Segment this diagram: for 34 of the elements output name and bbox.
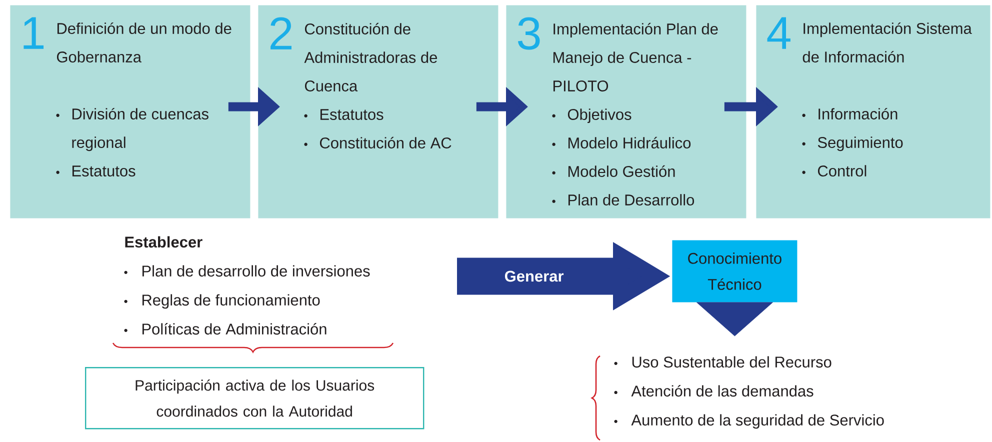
step-title: Definición de un modo de Gobernanza bbox=[56, 22, 232, 62]
list-item: Modelo Hidráulico bbox=[552, 136, 691, 148]
process-box bbox=[258, 5, 498, 218]
list-item: Reglas de funcionamiento bbox=[124, 294, 320, 309]
list-item: Plan de desarrollo de inversiones bbox=[124, 265, 370, 277]
list-item: Objetivos bbox=[552, 108, 632, 124]
step-title: Implementación Sistema de Información bbox=[802, 22, 972, 62]
step-title: Implementación Plan de Manejo de Cuenca - PILOTO bbox=[553, 22, 718, 92]
step-number: 4 bbox=[767, 17, 790, 49]
list-item: Información bbox=[802, 108, 898, 120]
edge-label: Generar bbox=[503, 270, 565, 283]
process-box bbox=[506, 5, 746, 218]
list-item: Modelo Gestión bbox=[552, 165, 675, 177]
list-item: Plan de Desarrollo bbox=[552, 194, 694, 206]
list-item: Constitución de AC bbox=[304, 136, 452, 148]
note-box: Participación activa de los Usuarios coordinados con la Autoridad bbox=[85, 367, 424, 430]
wedge-arrow bbox=[696, 302, 773, 336]
list-item: Control bbox=[802, 165, 866, 176]
list-item: Aumento de la seguridad de Servicio bbox=[614, 414, 884, 429]
process-box bbox=[756, 5, 990, 218]
process-box bbox=[10, 5, 250, 218]
list-heading: Establecer bbox=[125, 236, 202, 248]
step-number: 3 bbox=[518, 17, 540, 50]
list-item: Atención de las demandas bbox=[614, 385, 814, 397]
step-number: 2 bbox=[270, 17, 292, 50]
list-item: Estatutos bbox=[56, 166, 136, 176]
step-title: Constitución de Administradoras de Cuenca bbox=[304, 22, 438, 92]
info-box: Conocimiento Técnico bbox=[672, 240, 798, 302]
list-item: División de cuencas regional bbox=[56, 108, 208, 152]
list-item: Uso Sustentable del Recurso bbox=[614, 356, 832, 368]
step-number: 1 bbox=[24, 17, 44, 49]
list-item: Estatutos bbox=[304, 109, 384, 120]
list-item: Políticas de Administración bbox=[124, 323, 326, 335]
list-item: Seguimiento bbox=[802, 136, 903, 152]
